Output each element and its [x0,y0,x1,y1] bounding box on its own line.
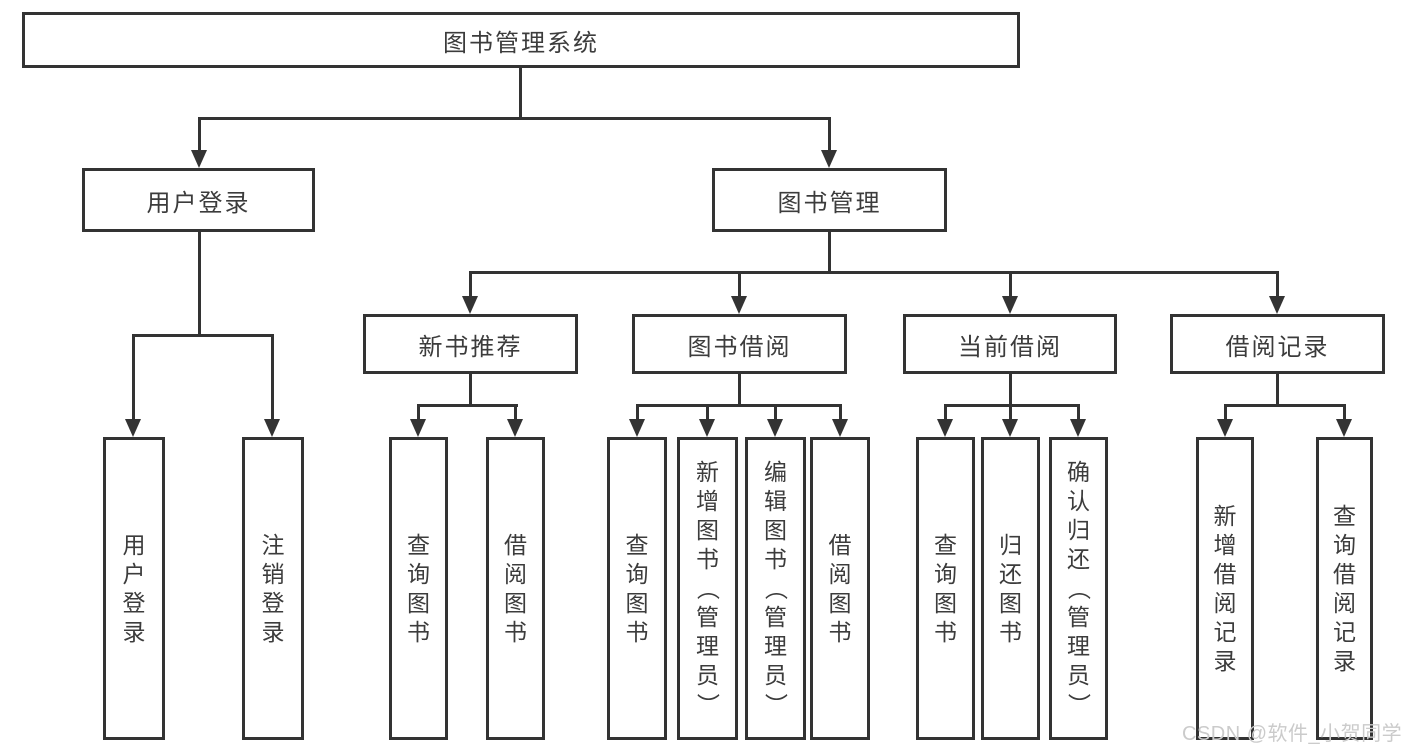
leaf-borrow-books-1: 借阅图书 [486,437,545,740]
node-label: 查询图书 [934,531,957,645]
connector-line [774,404,777,421]
node-label: 借阅图书 [828,531,852,645]
connector-line [132,334,135,421]
connector-line [469,271,1279,274]
connector-line [636,404,639,421]
node-label: 图书借阅 [687,333,792,361]
arrow-down-icon [191,150,207,168]
watermark-text: CSDN @软件_小贺同学 [1182,723,1403,745]
arrow-down-icon [629,419,645,437]
node-root: 图书管理系统 [22,12,1020,68]
arrow-down-icon [1269,296,1285,314]
node-book-management: 图书管理 [712,168,947,232]
node-label: 当前借阅 [958,333,1062,361]
arrow-down-icon [1070,419,1086,437]
arrow-down-icon [731,296,747,314]
arrow-down-icon [699,419,715,437]
connector-line [706,404,709,421]
node-label: 查询借阅记录 [1333,502,1356,674]
node-label: 用户登录 [146,189,251,217]
connector-line [1009,372,1012,407]
connector-line [417,404,420,421]
arrow-down-icon [1336,419,1352,437]
arrow-down-icon [507,419,523,437]
node-label: 查询图书 [625,531,649,645]
node-label: 用户登录 [122,531,146,645]
connector-line [1343,404,1346,421]
leaf-add-borrow-record: 新增借阅记录 [1196,437,1254,740]
connector-line [636,404,842,407]
connector-line [1009,271,1012,298]
connector-line [417,404,518,407]
leaf-query-books-3: 查询图书 [916,437,975,740]
node-label: 归还图书 [999,531,1022,645]
leaf-edit-book-admin: 编辑图书（管理员） [745,437,806,740]
node-user-login: 用户登录 [82,168,315,232]
connector-line [944,404,1080,407]
node-label: 图书管理系统 [443,29,599,57]
node-label: 借阅图书 [504,531,527,645]
arrow-down-icon [1002,419,1018,437]
arrow-down-icon [832,419,848,437]
connector-line [132,334,274,337]
arrow-down-icon [1217,419,1233,437]
connector-line [839,404,842,421]
node-label: 借阅记录 [1225,333,1330,361]
node-label: 图书管理 [777,189,882,217]
connector-line [198,230,201,336]
connector-line [519,66,522,119]
connector-line [828,117,831,152]
arrow-down-icon [1002,296,1018,314]
arrow-down-icon [821,150,837,168]
leaf-add-book-admin: 新增图书（管理员） [677,437,738,740]
leaf-confirm-return-admin: 确认归还（管理员） [1049,437,1108,740]
leaf-user-login: 用户登录 [103,437,165,740]
connector-line [469,271,472,298]
leaf-query-books-1: 查询图书 [389,437,448,740]
arrow-down-icon [767,419,783,437]
arrow-down-icon [937,419,953,437]
connector-line [1276,372,1279,407]
arrow-down-icon [462,296,478,314]
connector-line [828,230,831,273]
connector-line [1077,404,1080,421]
node-label: 查询图书 [407,531,430,645]
connector-line [1009,404,1012,421]
connector-line [1224,404,1227,421]
connector-line [1224,404,1346,407]
node-label: 新增借阅记录 [1213,502,1237,674]
node-label: 新书推荐 [418,333,523,361]
node-current-borrowing: 当前借阅 [903,314,1117,374]
connector-line [1276,271,1279,298]
connector-line [198,117,831,120]
node-label: 确认归还（管理员） [1066,459,1092,717]
connector-line [944,404,947,421]
node-label: 编辑图书（管理员） [763,459,789,717]
leaf-return-books: 归还图书 [981,437,1040,740]
node-label: 新增图书（管理员） [695,459,721,717]
connector-line [738,271,741,298]
connector-line [738,372,741,407]
leaf-borrow-books-2: 借阅图书 [810,437,870,740]
node-borrow-records: 借阅记录 [1170,314,1385,374]
arrow-down-icon [125,419,141,437]
leaf-query-books-2: 查询图书 [607,437,667,740]
node-book-borrowing: 图书借阅 [632,314,847,374]
arrow-down-icon [410,419,426,437]
connector-line [514,404,517,421]
node-new-book-recommend: 新书推荐 [363,314,578,374]
connector-line [271,334,274,421]
arrow-down-icon [264,419,280,437]
leaf-logout: 注销登录 [242,437,304,740]
connector-line [198,117,201,152]
leaf-query-borrow-record: 查询借阅记录 [1316,437,1373,740]
connector-line [469,372,472,407]
node-label: 注销登录 [261,531,285,645]
